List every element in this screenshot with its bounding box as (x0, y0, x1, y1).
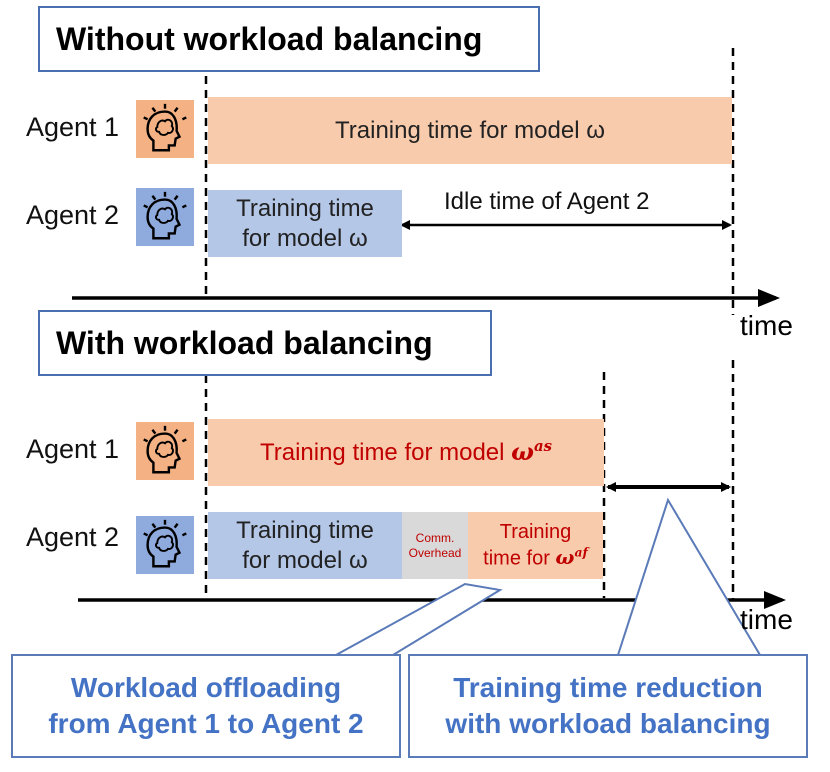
offloaded-training-line1: Training (499, 520, 572, 543)
agent2-label-top: Agent 2 (26, 200, 120, 230)
comm-overhead-bar: Comm. Overhead (402, 512, 468, 579)
model-af-symbol: ωaf (555, 544, 588, 570)
section-title-without: Without workload balancing (38, 6, 540, 72)
agent1-training-text-bottom-main: Training time for model (259, 439, 505, 466)
left-callout-pointer (335, 582, 503, 656)
comm-overhead-line1: Comm. (415, 530, 455, 545)
agent2-training-text-bottom-line1: Training time (236, 516, 374, 544)
agent2-training-text-top-line2: for model ω (242, 224, 368, 252)
brain-head-icon (136, 422, 194, 480)
agent1-training-text-bottom: Training time for model ωas (260, 437, 552, 468)
callout-right-line1: Training time reduction (453, 671, 763, 703)
callout-left-line2: from Agent 1 to Agent 2 (48, 708, 364, 739)
time-label-bottom: time (740, 604, 793, 635)
section-title-with: With workload balancing (38, 310, 492, 376)
callout-workload-offloading: Workload offloading from Agent 1 to Agen… (11, 654, 401, 758)
agent2-training-text-top-line1: Training time (236, 194, 374, 222)
callout-right-line2: with workload balancing (445, 708, 771, 739)
agent2-training-bar-top: Training time for model ω (208, 190, 402, 257)
agent2-label-bottom: Agent 2 (26, 522, 120, 552)
section-title-with-text: With workload balancing (56, 324, 433, 361)
model-af-omega: ω (555, 545, 575, 570)
model-af-superscript: af (574, 544, 588, 560)
agent1-training-text-top: Training time for model ω (335, 116, 605, 144)
agent1-training-bar-top: Training time for model ω (208, 97, 732, 164)
offloaded-training-line2-text: time for (483, 547, 550, 570)
idle-time-label: Idle time of Agent 2 (444, 188, 650, 215)
model-as-symbol: ωas (511, 437, 552, 466)
brain-head-icon (136, 516, 194, 574)
brain-head-icon (136, 188, 194, 246)
model-as-superscript: as (534, 437, 553, 455)
agent2-training-bar-bottom: Training time for model ω (208, 512, 402, 579)
right-callout-pointer (616, 497, 762, 656)
agent1-training-bar-bottom: Training time for model ωas (208, 419, 604, 486)
model-as-omega: ω (511, 437, 535, 466)
time-label-top: time (740, 310, 793, 341)
agent1-label-top: Agent 1 (26, 112, 120, 142)
offloaded-training-line2: time for ωaf (483, 545, 588, 572)
callout-left-line1: Workload offloading (70, 671, 342, 703)
agent2-training-text-bottom-line2: for model ω (242, 546, 368, 574)
offloaded-training-bar: Training time for ωaf (468, 512, 603, 579)
agent1-label-bottom: Agent 1 (26, 434, 120, 464)
brain-head-icon (136, 100, 194, 158)
callout-training-time-reduction: Training time reduction with workload ba… (408, 654, 808, 758)
comm-overhead-line2: Overhead (408, 545, 462, 560)
section-title-without-text: Without workload balancing (56, 20, 483, 57)
